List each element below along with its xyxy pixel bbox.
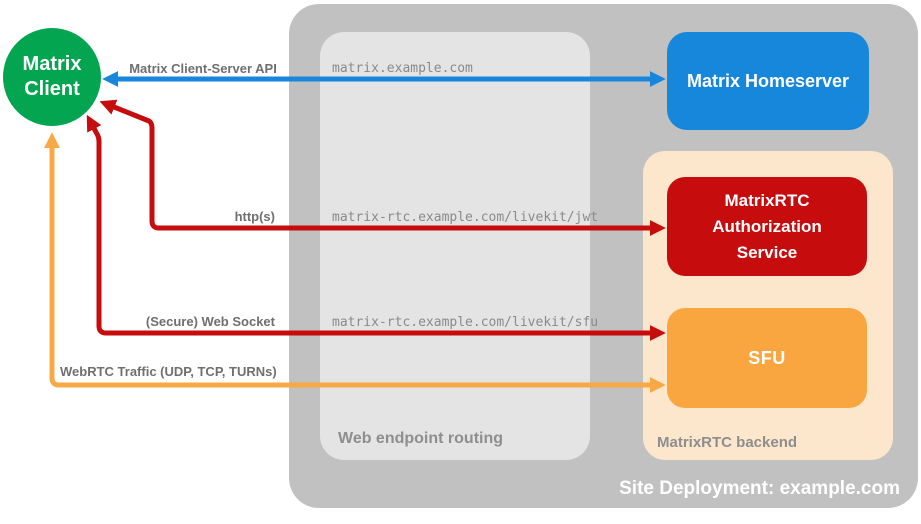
label-client-server-api: Matrix Client-Server API bbox=[129, 61, 277, 76]
endpoint-matrix-example: matrix.example.com bbox=[332, 61, 473, 76]
matrixrtc-backend-label: MatrixRTC backend bbox=[657, 434, 798, 451]
matrix-homeserver-node: Matrix Homeserver bbox=[667, 32, 869, 130]
matrix-homeserver-label: Matrix Homeserver bbox=[686, 70, 850, 91]
sfu-node: SFU bbox=[667, 308, 867, 408]
matrix-client-node: Matrix Client bbox=[3, 28, 101, 126]
label-websocket: (Secure) Web Socket bbox=[145, 314, 275, 329]
web-endpoint-routing-label: Web endpoint routing bbox=[338, 430, 504, 447]
label-https: http(s) bbox=[234, 209, 275, 224]
endpoint-livekit-jwt: matrix-rtc.example.com/livekit/jwt bbox=[332, 210, 599, 225]
matrix-client-label: Matrix Client bbox=[22, 53, 82, 100]
endpoint-livekit-sfu: matrix-rtc.example.com/livekit/sfu bbox=[332, 315, 599, 330]
label-webrtc: WebRTC Traffic (UDP, TCP, TURNs) bbox=[60, 364, 277, 379]
site-deployment-label: Site Deployment: example.com bbox=[619, 478, 900, 499]
web-endpoint-routing-box: Web endpoint routing bbox=[320, 32, 590, 460]
sfu-label: SFU bbox=[748, 347, 786, 368]
auth-service-label: MatrixRTC Authorization Service bbox=[712, 190, 822, 262]
auth-service-node: MatrixRTC Authorization Service bbox=[667, 177, 867, 276]
